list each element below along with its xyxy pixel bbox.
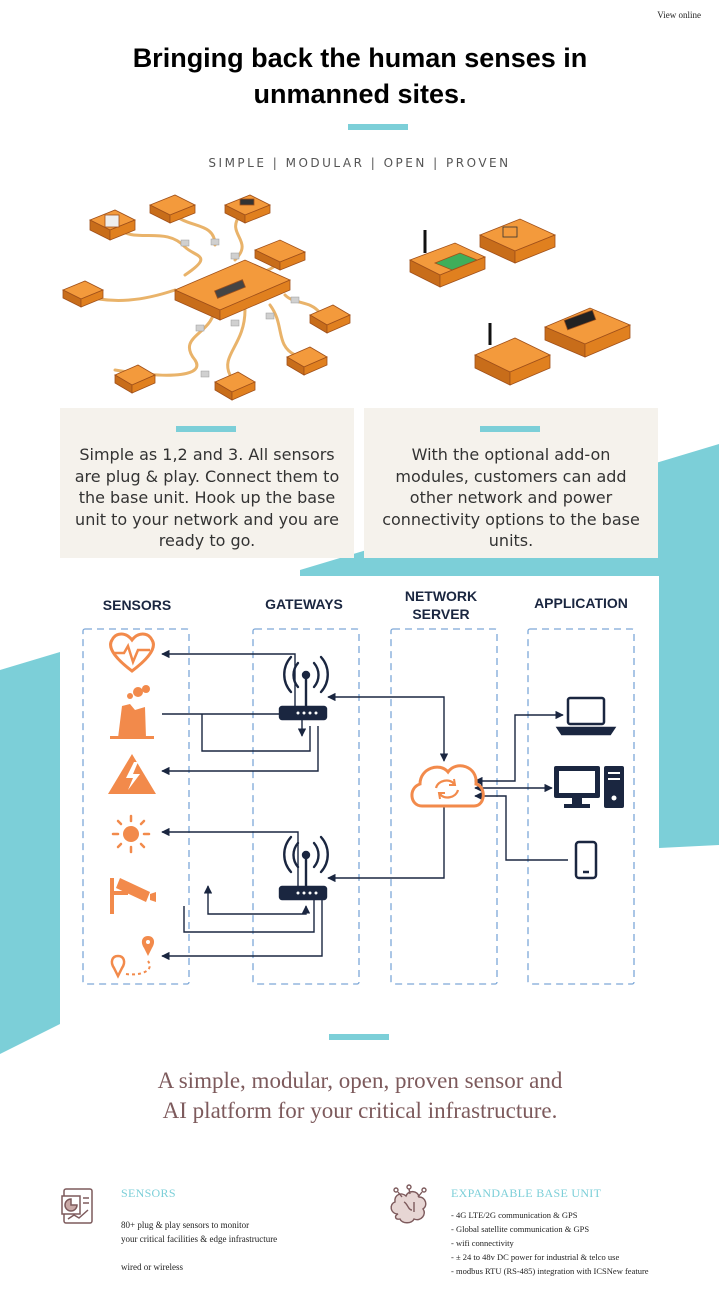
architecture-diagram: SENSORS GATEWAYS NETWORK SERVER APPLICAT… <box>60 576 659 1024</box>
base-unit-feature-title: EXPANDABLE BASE UNIT <box>451 1186 602 1200</box>
sensors-feature-text: 80+ plug & play sensors to monitor your … <box>121 1218 351 1274</box>
sky-band-left <box>0 652 60 1054</box>
list-item: - Global satellite communication & GPS <box>451 1224 590 1234</box>
factory-emission-icon <box>110 685 154 739</box>
sensor-kit-illustration <box>62 194 351 401</box>
network-column-box <box>390 628 498 985</box>
panel-accent-bar <box>480 426 540 432</box>
laptop-icon <box>555 696 617 736</box>
column-header-sensors: SENSORS <box>103 597 171 613</box>
desktop-computer-icon <box>554 766 624 808</box>
addon-modules-panel: With the optional add-on modules, custom… <box>364 408 658 558</box>
sensors-feature-line-3: wired or wireless <box>121 1262 183 1272</box>
sensors-feature-line-1: 80+ plug & play sensors to monitor <box>121 1220 250 1230</box>
tagline: SIMPLE | MODULAR | OPEN | PROVEN <box>208 156 511 170</box>
slogan-line-1: A simple, modular, open, proven sensor a… <box>157 1068 563 1093</box>
page-title: Bringing back the human senses in unmann… <box>132 43 588 109</box>
list-item: - wifi connectivity <box>451 1238 514 1248</box>
slogan-accent-bar <box>329 1034 389 1040</box>
architecture-diagram-svg: SENSORS GATEWAYS NETWORK SERVER APPLICAT… <box>82 588 635 985</box>
cloud-sync-icon <box>410 764 485 808</box>
slogan: A simple, modular, open, proven sensor a… <box>60 1066 660 1126</box>
security-camera-icon <box>110 878 156 914</box>
wifi-router-icon <box>278 835 329 901</box>
location-route-icon <box>110 936 155 979</box>
ai-brain-icon <box>390 1184 427 1224</box>
application-column-box <box>527 628 635 985</box>
heart-rate-icon <box>109 632 155 673</box>
sensor-report-icon <box>61 1188 93 1224</box>
gateways-column-box <box>252 628 360 985</box>
column-header-network-line2: SERVER <box>412 606 469 622</box>
list-item: - 4G LTE/2G communication & GPS <box>451 1210 578 1220</box>
plug-and-play-panel: Simple as 1,2 and 3. All sensors are plu… <box>60 408 354 558</box>
list-item: - ± 24 to 48v DC power for industrial & … <box>451 1252 620 1262</box>
sensors-feature-title: SENSORS <box>121 1186 176 1200</box>
list-item: - modbus RTU (RS-485) integration with I… <box>451 1266 649 1276</box>
column-header-network-line1: NETWORK <box>405 588 477 604</box>
addon-modules-illustration <box>409 218 632 386</box>
plug-and-play-text: Simple as 1,2 and 3. All sensors are plu… <box>74 445 340 550</box>
base-unit-feature-list: - 4G LTE/2G communication & GPS - Global… <box>451 1208 711 1278</box>
sensors-feature-line-2: your critical facilities & edge infrastr… <box>121 1234 278 1244</box>
column-header-application: APPLICATION <box>534 595 628 611</box>
smartphone-icon <box>574 840 598 880</box>
column-header-gateways: GATEWAYS <box>265 596 343 612</box>
addon-modules-text: With the optional add-on modules, custom… <box>382 445 640 550</box>
sun-temperature-icon <box>111 814 151 854</box>
title-accent-bar <box>348 124 408 130</box>
view-online-link[interactable]: View online <box>657 10 701 20</box>
high-voltage-warning-icon <box>108 754 156 794</box>
sensors-column-box <box>82 628 190 985</box>
panel-accent-bar <box>176 426 236 432</box>
slogan-line-2: AI platform for your critical infrastruc… <box>162 1098 558 1123</box>
wifi-router-icon <box>278 655 329 721</box>
